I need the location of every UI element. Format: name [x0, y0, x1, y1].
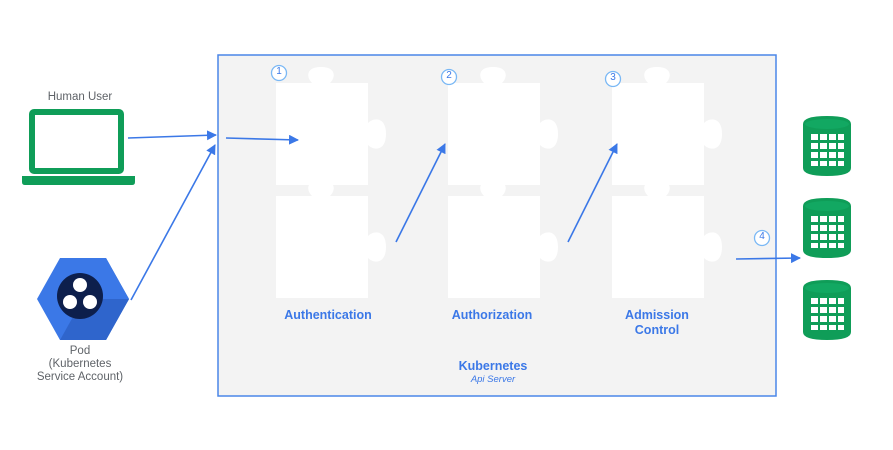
admission-label-line-2: Control [634, 323, 680, 337]
database-icon [803, 116, 851, 176]
step-4-circle [753, 229, 771, 247]
arrow-to-etcd [735, 253, 801, 264]
step-4-number: 4 [759, 231, 765, 242]
step-2-circle [440, 68, 458, 86]
pod-label-line-2: (Kubernetes [48, 358, 112, 370]
database-icon [803, 198, 851, 258]
arrow-into-authentication [225, 134, 299, 145]
laptop-icon [22, 109, 135, 185]
step-3-circle [604, 70, 622, 88]
pod-label-line-3: Service Account) [36, 371, 124, 383]
human-user-label: Human User [47, 91, 113, 103]
step-1-circle [270, 64, 288, 82]
step-1-number: 1 [276, 66, 282, 77]
step-3-number: 3 [610, 72, 616, 83]
database-icon [803, 280, 851, 340]
arrow-authn-to-authz [395, 143, 446, 243]
arrow-user-to-server [127, 130, 217, 141]
authorization-label: Authorization [451, 308, 533, 322]
server-title: Kubernetes [458, 359, 528, 373]
arrow-pod-to-server [130, 144, 216, 301]
pod-label-line-1: Pod [69, 345, 91, 357]
arrow-authz-to-admission [567, 143, 618, 243]
step-2-number: 2 [446, 70, 452, 81]
pod-hexagon-icon [37, 258, 129, 340]
admission-label-line-1: Admission [625, 308, 689, 322]
server-subtitle: Api Server [470, 374, 516, 385]
authentication-label: Authentication [284, 308, 372, 322]
